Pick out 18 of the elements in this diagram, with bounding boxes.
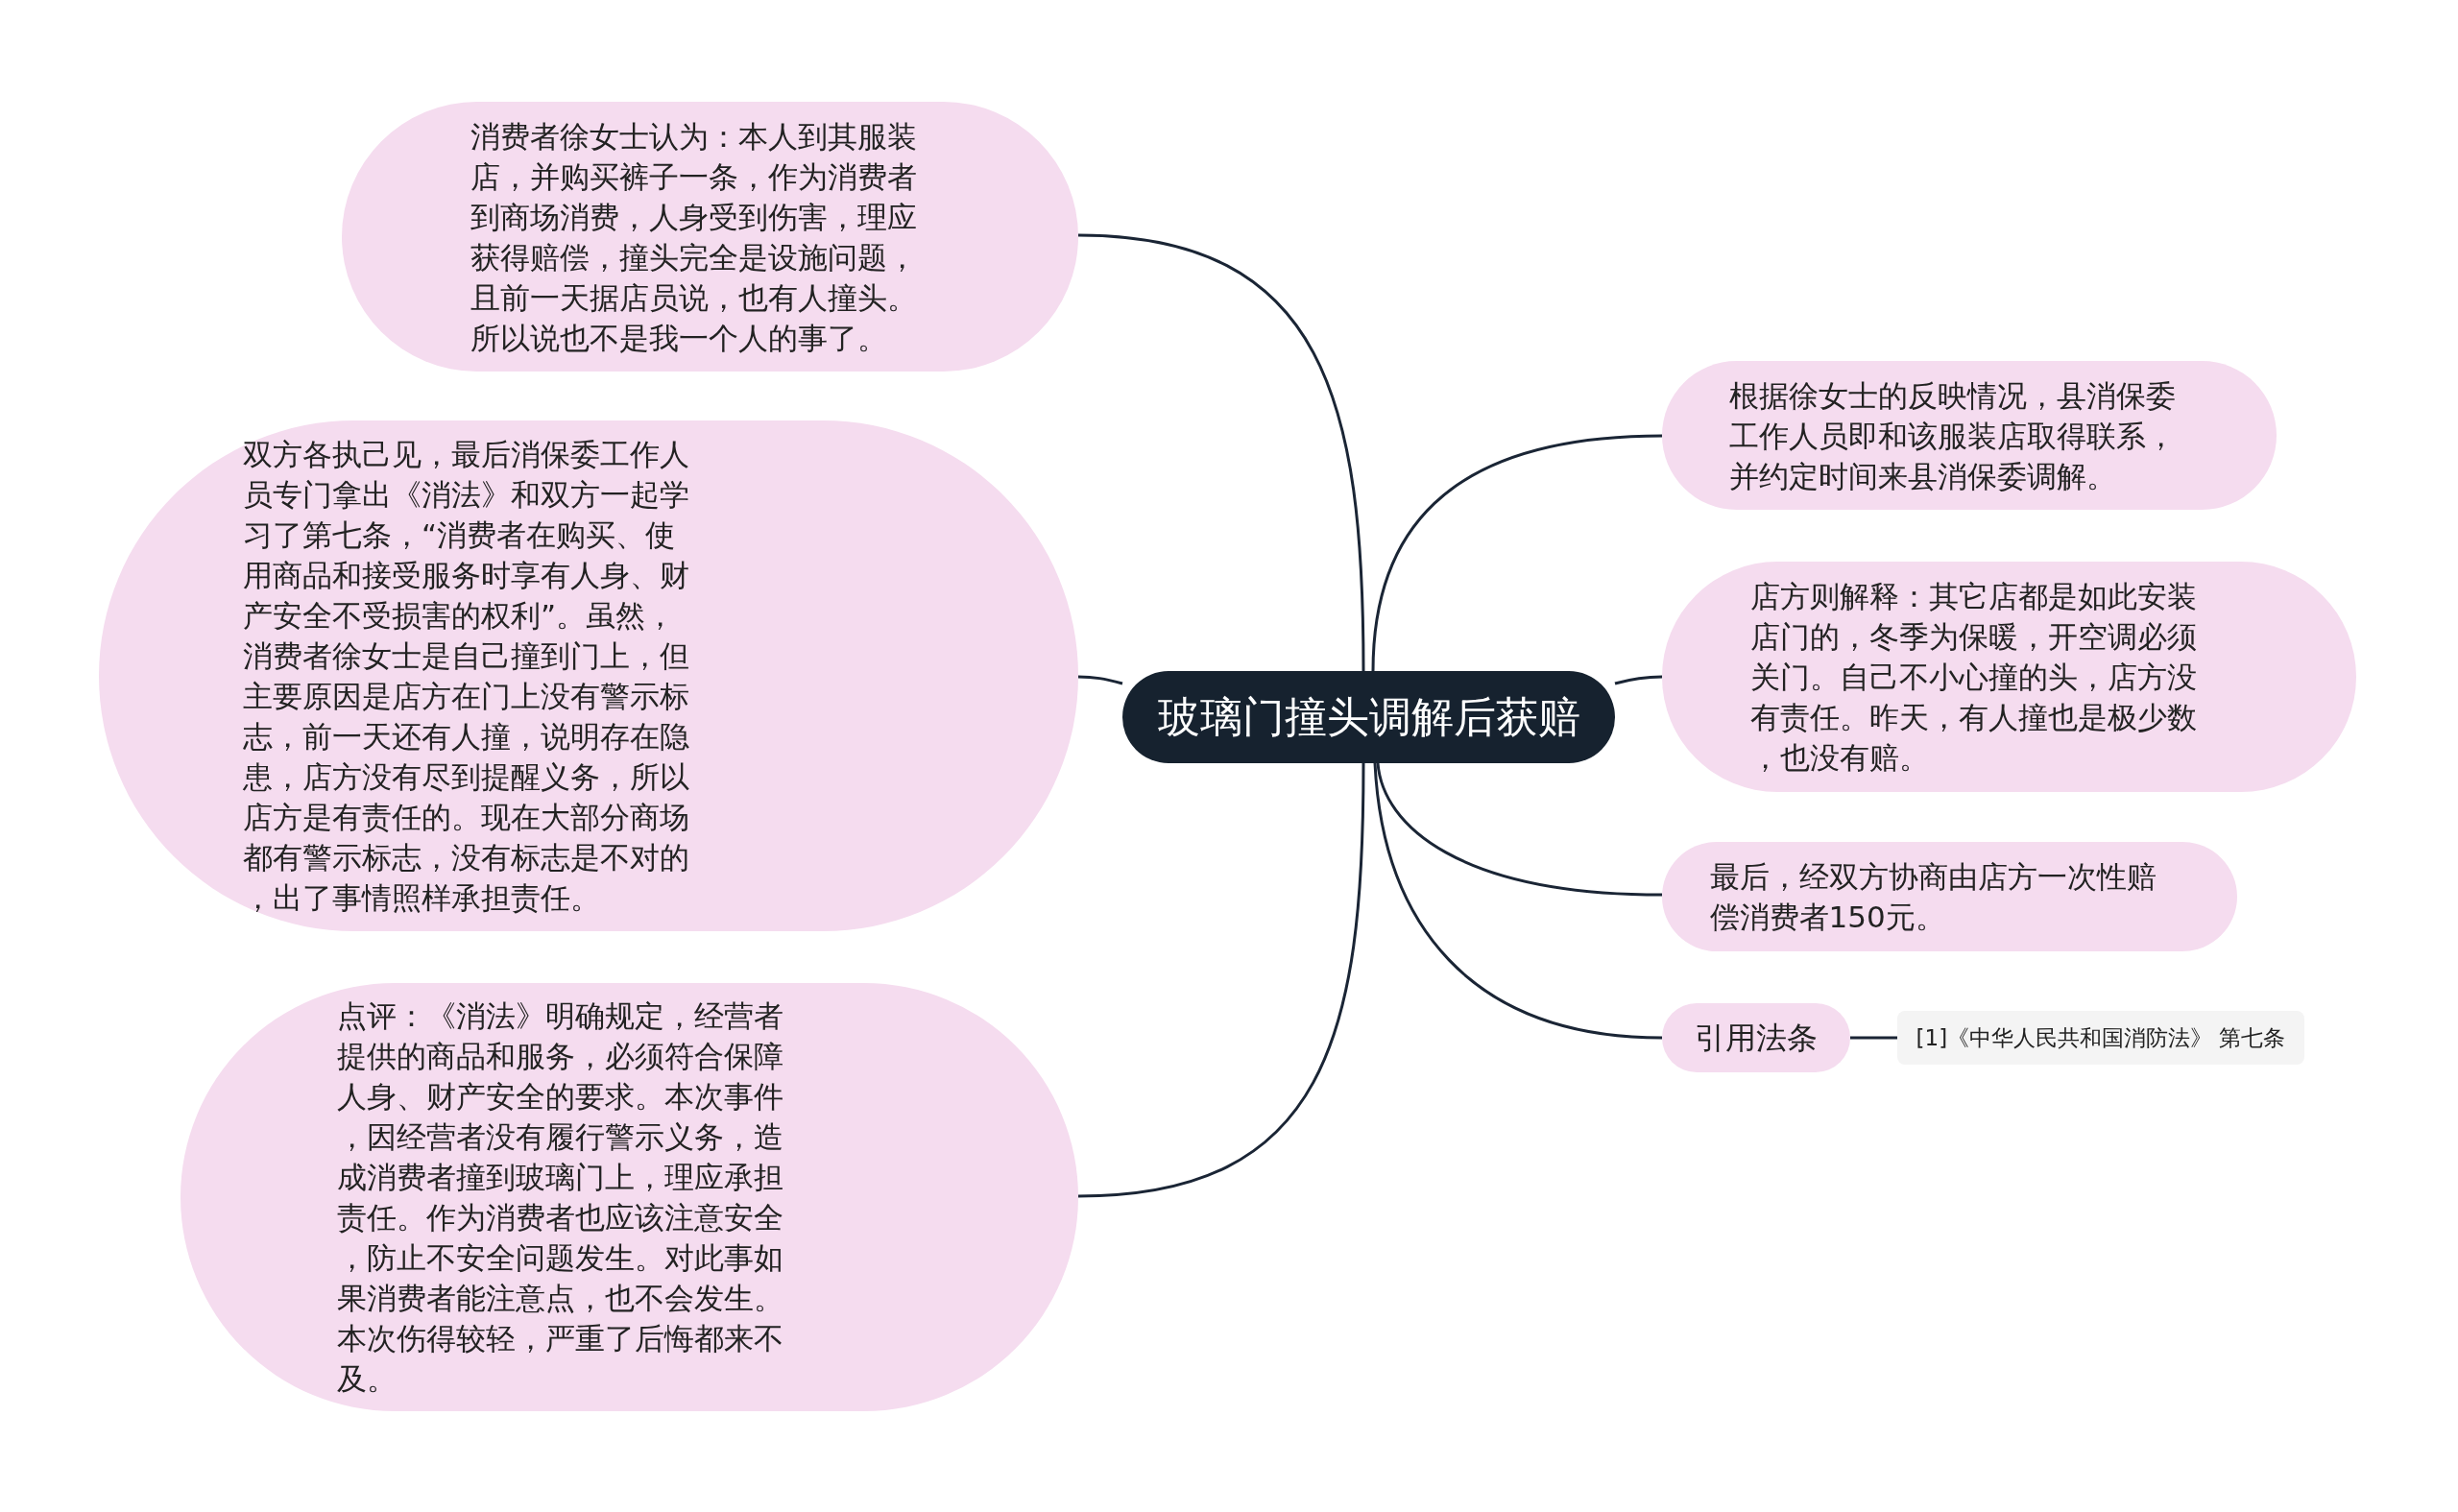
connector-line — [1077, 762, 1365, 1198]
topic-text: 点评：《消法》明确规定，经营者提供的商品和服务，必须符合保障人身、财产安全的要求。本次事件，因经营者没有履行警示义务，造成消费者撞到玻璃门上，理应承担责任。作为消费者也应该注意安全，防止不安全问题发生。对此事如果消费者能注意点，也不会发生。本次伤得较轻，严重了后悔都来不及。 — [336, 997, 784, 1398]
topic-text: 双方各执己见，最后消保委工作人员专门拿出《消法》和双方一起学习了第七条，“消费者在购买、使用商品和接受服务时享有人身、财产安全不受损害的权利”。虽然，消费者徐女士是自己撞到门上，但主要原因是店方在门上没有警示标志，前一天还有人撞，说明存在隐患，店方没有尽到提醒义务，所以店方是有责任的。现在大部分商场都有警示标志，没有标志是不对的，出了事情照样承担责任。 — [243, 436, 690, 917]
connector-line — [1850, 1036, 1897, 1040]
connector-line — [1077, 233, 1365, 672]
connector-line — [1376, 762, 1663, 897]
topic-text: 引用法条 — [1695, 1019, 1818, 1057]
topic-text: 最后，经双方协商由店方一次性赔偿消费者150元。 — [1709, 858, 2157, 936]
connector-line — [1614, 675, 1662, 685]
connector-line — [1078, 675, 1123, 685]
central-topic-text: 玻璃门撞头调解后获赔 — [1157, 692, 1580, 742]
topic-text: 店方则解释：其它店都是如此安装店门的，冬季为保暖，开空调必须关门。自己不小心撞的头，店方没有责任。昨天，有人撞也是极少数，也没有赔。 — [1749, 578, 2198, 777]
connector-line — [1373, 762, 1663, 1040]
topic-text: 根据徐女士的反映情况，县消保委工作人员即和该服装店取得联系，并约定时间来县消保委调解。 — [1729, 376, 2177, 495]
citation-box — [1897, 1011, 2304, 1065]
citation-text: [1]《中华人民共和国消防法》 第七条 — [1916, 1024, 2286, 1052]
connector-line — [1371, 434, 1663, 672]
topic-text: 消费者徐女士认为：本人到其服装店，并购买裤子一条，作为消费者到商场消费，人身受到伤害，理应获得赔偿，撞头完全是设施问题，且前一天据店员说，也有人撞头。所以说也不是我一个人的事了。 — [470, 117, 918, 357]
